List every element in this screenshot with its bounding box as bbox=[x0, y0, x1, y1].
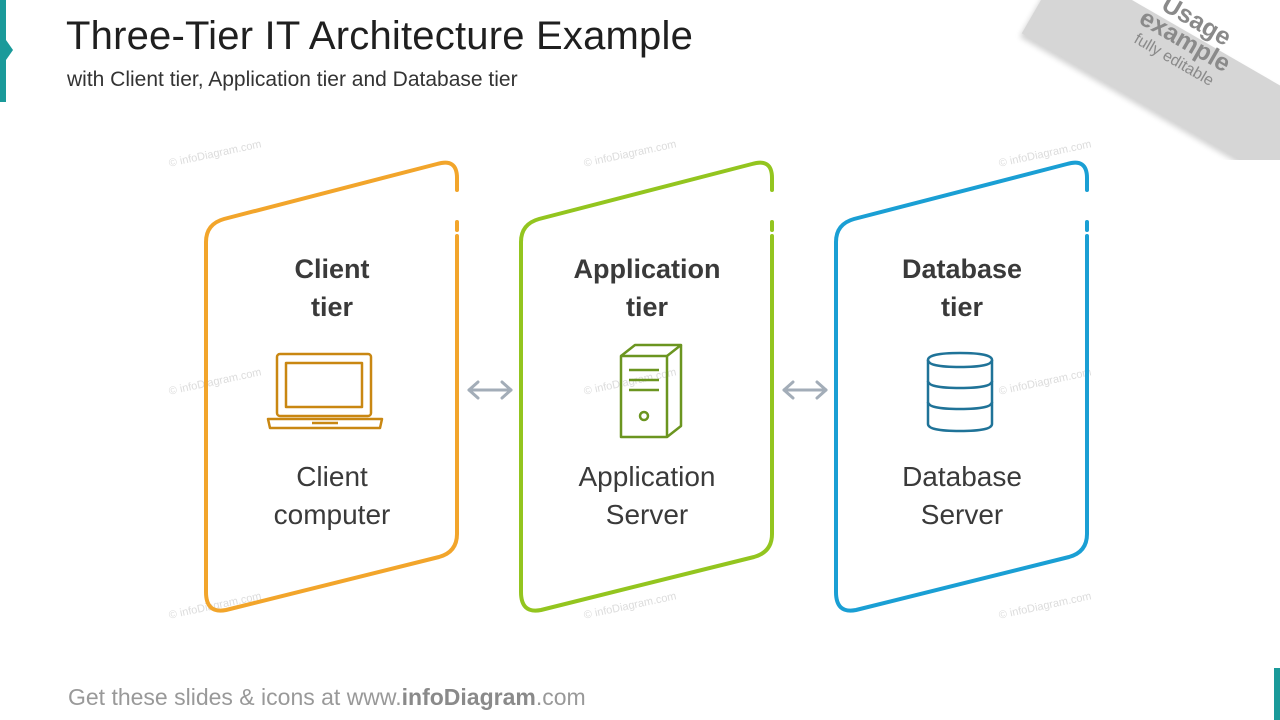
tier-title-line: tier bbox=[625, 292, 669, 322]
database-tier-frame bbox=[834, 160, 1089, 613]
database-icon bbox=[926, 351, 994, 433]
page-title: Three-Tier IT Architecture Example bbox=[66, 14, 694, 58]
tier-desc-line: computer bbox=[273, 499, 391, 530]
tier-title-line: tier bbox=[940, 292, 984, 322]
database-tier-description: Database Server bbox=[842, 458, 1082, 534]
tier-desc-line: Server bbox=[920, 499, 1004, 530]
client-tier-description: Client computer bbox=[212, 458, 452, 534]
application-tier-title: Application tier bbox=[527, 250, 767, 326]
tier-title-line: Client bbox=[294, 254, 370, 284]
footer-suffix: .com bbox=[535, 684, 586, 710]
laptop-icon bbox=[266, 352, 384, 430]
tier-desc-line: Application bbox=[578, 461, 716, 492]
page-subtitle: with Client tier, Application tier and D… bbox=[67, 68, 518, 91]
footer-prefix: Get these slides & icons at www. bbox=[68, 684, 402, 710]
double-arrow-icon bbox=[467, 380, 513, 400]
tier-title-line: Database bbox=[901, 254, 1023, 284]
footer-brand: infoDiagram bbox=[401, 684, 536, 710]
database-tier-title: Database tier bbox=[842, 250, 1082, 326]
client-tier-frame bbox=[204, 160, 459, 613]
client-tier-title: Client tier bbox=[212, 250, 452, 326]
left-accent-bar bbox=[0, 0, 13, 102]
tier-desc-line: Database bbox=[902, 461, 1022, 492]
tier-title-line: Application bbox=[573, 254, 721, 284]
right-accent-bar bbox=[1274, 668, 1280, 720]
double-arrow-icon bbox=[782, 380, 828, 400]
server-tower-icon bbox=[619, 343, 683, 439]
application-tier-description: Application Server bbox=[527, 458, 767, 534]
tier-desc-line: Client bbox=[296, 461, 368, 492]
tier-desc-line: Server bbox=[605, 499, 689, 530]
footer-credit: Get these slides & icons at www.infoDiag… bbox=[68, 684, 586, 711]
tier-title-line: tier bbox=[310, 292, 354, 322]
application-tier-frame bbox=[519, 160, 774, 613]
